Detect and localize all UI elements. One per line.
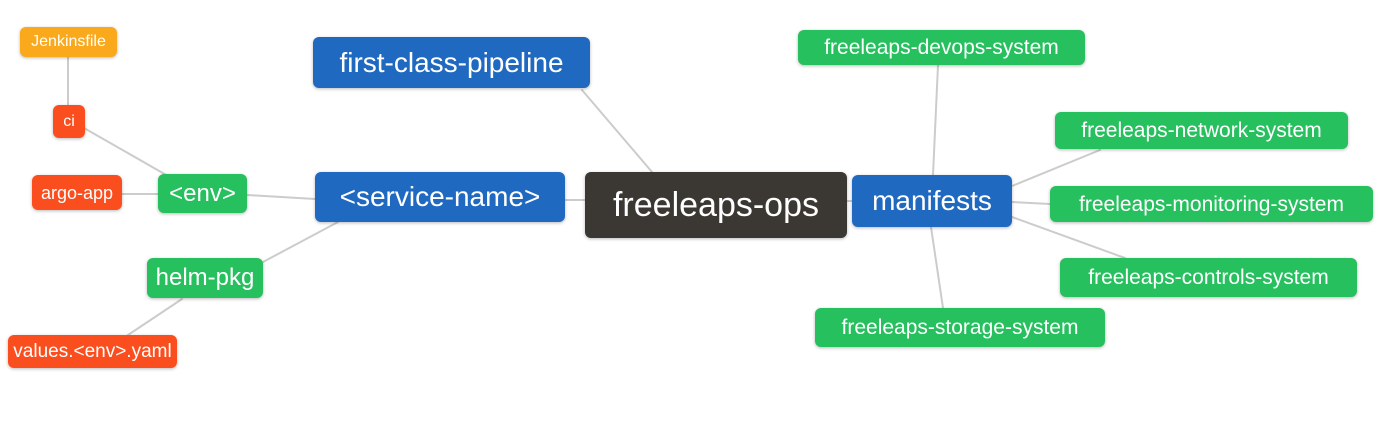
edge-helmpkg-servicename [262,221,339,263]
node-freeleaps-storage-system[interactable]: freeleaps-storage-system [815,308,1105,347]
edge-manifests-network [1011,149,1101,187]
edge-ci-env [83,127,169,177]
node-values-env-yaml[interactable]: values.<env>.yaml [8,335,177,368]
node-first-class-pipeline[interactable]: first-class-pipeline [313,37,590,88]
node-jenkinsfile[interactable]: Jenkinsfile [20,27,117,57]
node-ci[interactable]: ci [53,105,85,138]
edge-manifests-controls [1011,216,1126,259]
node-helm-pkg[interactable]: helm-pkg [147,258,263,298]
node-freeleaps-devops-system[interactable]: freeleaps-devops-system [798,30,1085,65]
edge-manifests-monitoring [1011,201,1051,205]
node-service-name[interactable]: <service-name> [315,172,565,222]
node-freeleaps-ops-root[interactable]: freeleaps-ops [585,172,847,238]
node-freeleaps-controls-system[interactable]: freeleaps-controls-system [1060,258,1357,297]
node-freeleaps-network-system[interactable]: freeleaps-network-system [1055,112,1348,149]
edge-fcp-root [581,89,653,173]
node-manifests[interactable]: manifests [852,175,1012,227]
edge-values-helmpkg [127,298,183,336]
edge-manifests-devops [932,64,939,176]
node-argo-app[interactable]: argo-app [32,175,122,210]
edge-env-servicename [246,194,316,200]
edge-manifests-storage [930,226,944,309]
node-env[interactable]: <env> [158,174,247,213]
node-freeleaps-monitoring-system[interactable]: freeleaps-monitoring-system [1050,186,1373,222]
